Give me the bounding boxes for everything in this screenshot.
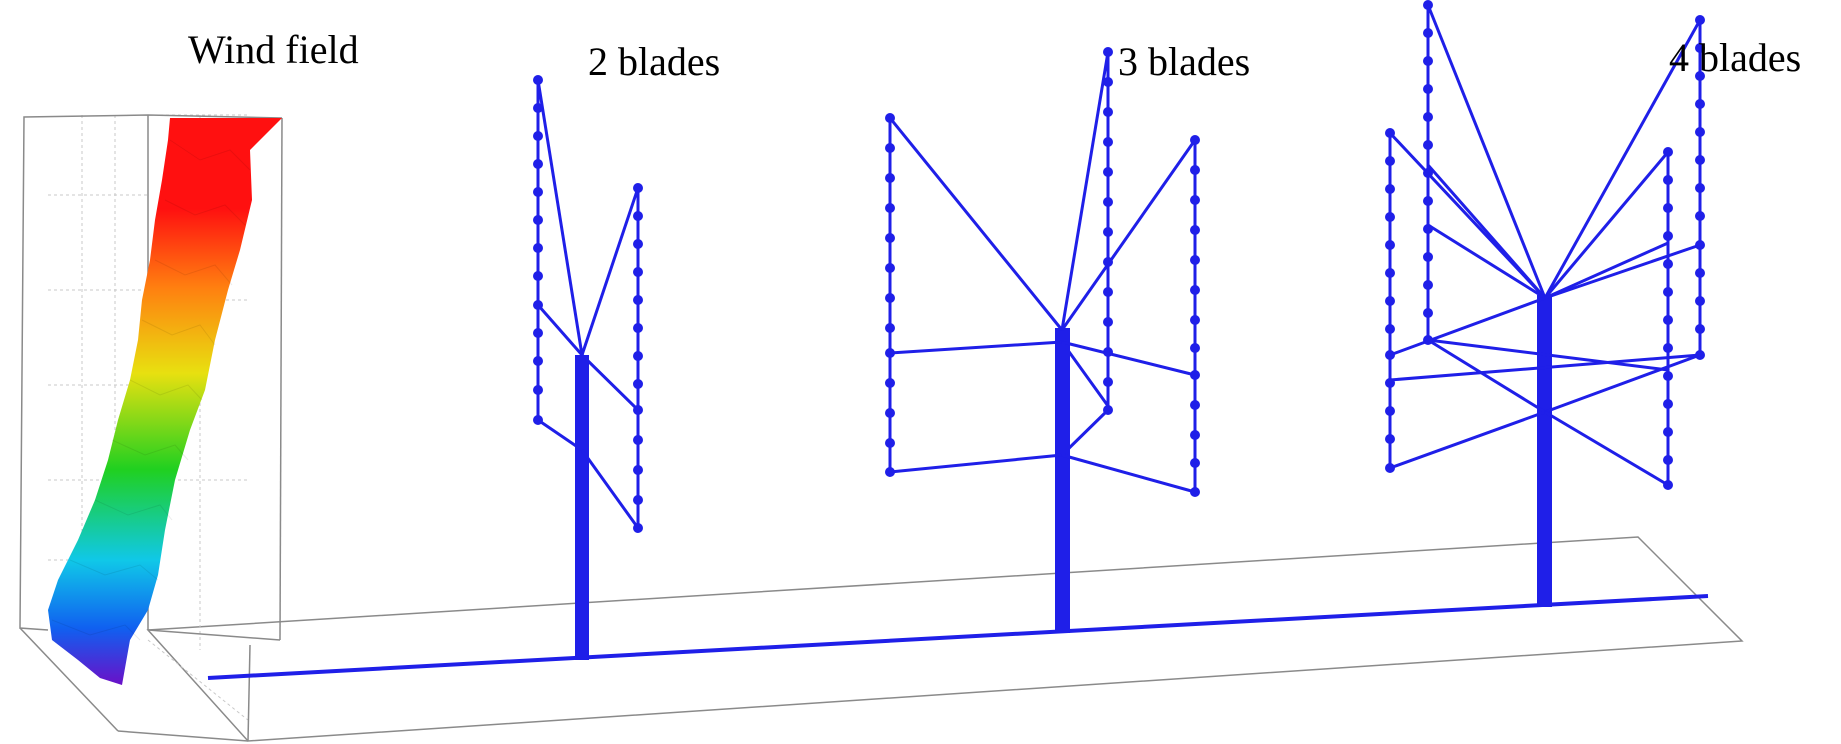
- turbine-4-blades: [1385, 0, 1705, 607]
- turbine-4-blade-b-nodes: [1695, 15, 1705, 360]
- turbine-3-blade-c-nodes: [1190, 135, 1200, 497]
- turbine-3-blades: [885, 47, 1200, 633]
- turbine-2-blades: [533, 75, 643, 660]
- connection-shaft: [207, 594, 1709, 680]
- wind-field-surface: [48, 118, 282, 685]
- three-blades-label: 3 blades: [1118, 39, 1251, 84]
- turbine-4-blade-c-nodes: [1385, 128, 1395, 473]
- turbine-4-blade-d-nodes: [1663, 147, 1673, 490]
- turbine-3-blade-a-nodes: [885, 113, 895, 477]
- two-blades-label: 2 blades: [588, 39, 721, 84]
- turbine-4-blade-a-nodes: [1423, 0, 1433, 345]
- wind-field-facets: [51, 139, 251, 641]
- turbine-2-tower: [575, 355, 589, 660]
- four-blades-label: 4 blades: [1669, 35, 1802, 80]
- turbine-3-tower: [1055, 328, 1070, 633]
- turbine-3-blade-b-nodes: [1103, 47, 1113, 415]
- turbine-2-blade-b-nodes: [633, 183, 643, 533]
- wind-field-label: Wind field: [188, 27, 359, 72]
- turbine-4-tower: [1537, 295, 1552, 607]
- turbine-2-blade-a-nodes: [533, 75, 543, 425]
- ground-plane: [146, 536, 1744, 742]
